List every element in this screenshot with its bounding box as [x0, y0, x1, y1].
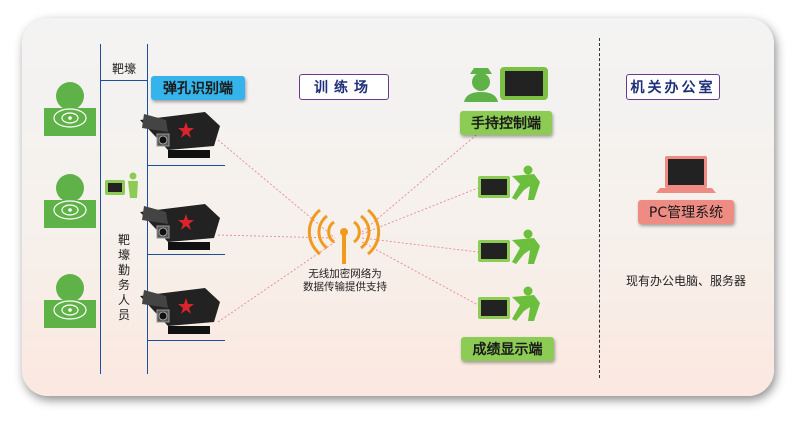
wireless-caption-line-1: 无线加密网络为 [308, 268, 382, 280]
wireless-links [217, 124, 489, 323]
office-devices-text: 现有办公电脑、服务器 [626, 274, 747, 288]
wireless-antenna-icon [307, 208, 381, 264]
trench-staff-icon [105, 172, 138, 198]
score-display-unit-1 [478, 165, 540, 200]
wireless-caption-line-2: 数据传输提供支持 [303, 281, 387, 293]
score-display-unit-2 [478, 229, 540, 264]
target-edge-label: 靶壕 [112, 62, 137, 76]
training-field-label: 训练场 [299, 74, 389, 100]
trench-top-line [100, 80, 147, 81]
laptop-icon [656, 156, 716, 193]
camera-unit-3 [140, 288, 220, 334]
handheld-end-label: 手持控制端 [460, 111, 552, 135]
trench-rail-left [100, 44, 101, 374]
rail-branch-1 [147, 165, 225, 166]
score-display-unit-3 [478, 286, 540, 321]
score-display-end-label: 成绩显示端 [461, 337, 554, 361]
rail-branch-2 [147, 254, 225, 255]
target-silhouette-1 [44, 82, 96, 136]
wireless-caption: 无线加密网络为 数据传输提供支持 [292, 268, 398, 294]
soldier-with-tablet-icon [464, 67, 548, 102]
office-separator [599, 38, 600, 378]
bullet-hole-end-label: 弹孔识别端 [151, 76, 245, 100]
office-label: 机关办公室 [626, 74, 720, 100]
camera-unit-2 [140, 204, 220, 250]
camera-unit-1 [140, 112, 220, 158]
target-silhouette-3 [44, 274, 96, 328]
rail-branch-3 [147, 340, 225, 341]
trench-staff-label: 靶壕勤务人员 [117, 233, 130, 322]
pc-system-label: PC管理系统 [638, 200, 734, 224]
target-silhouette-2 [44, 174, 96, 228]
